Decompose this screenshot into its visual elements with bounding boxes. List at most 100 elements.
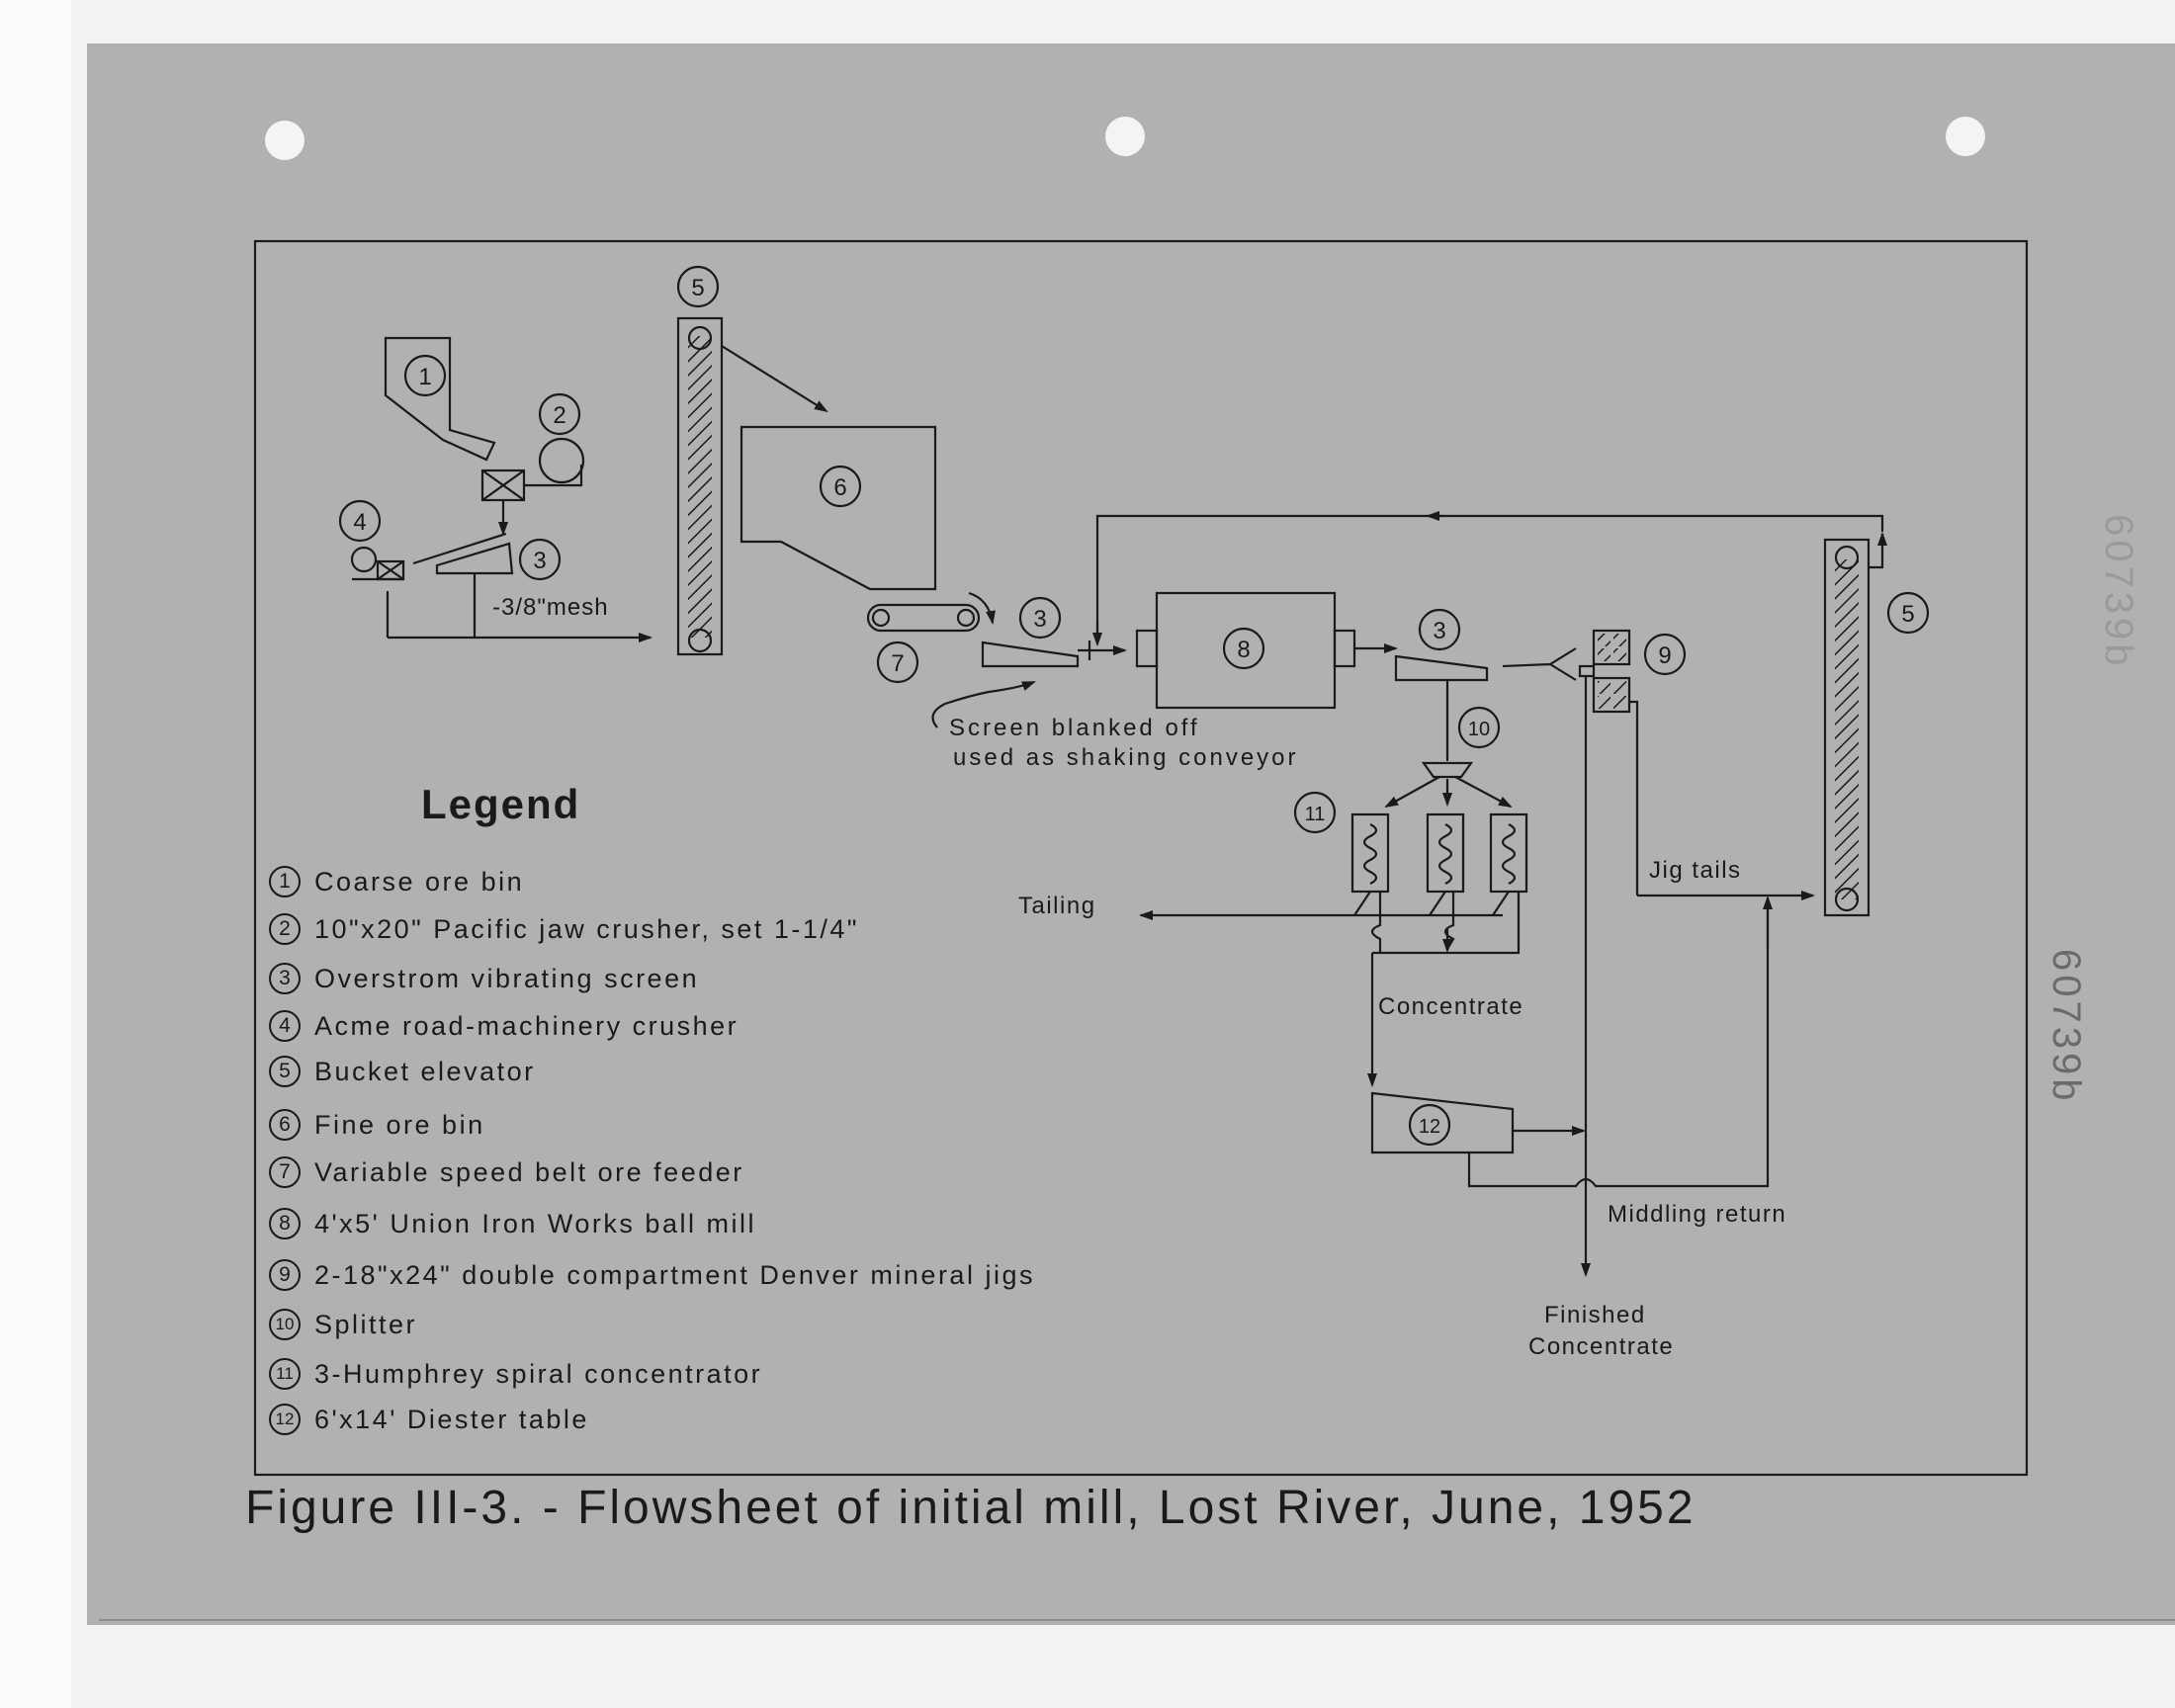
legend-text: 6'x14' Diester table [314,1404,589,1434]
figure-caption: Figure III-3. - Flowsheet of initial mil… [245,1482,1696,1534]
mineral-jig-bottom [1592,676,1631,714]
legend-number: 4 [269,1010,301,1042]
bucket-elevator-2 [1823,538,1870,917]
node-6-circle [819,465,862,508]
node-3a-circle [518,538,562,581]
punch-hole-right [1946,117,1985,156]
bucket-elevator-2-belt [1835,559,1859,899]
paper-sheet [87,43,2175,1625]
jig-top-cell-1 [1598,634,1610,646]
spiral-1-coil [1362,823,1378,885]
bucket-elevator-1-belt [688,336,712,638]
node-6-label: 6 [833,474,846,501]
flow-elevator-to-bin [721,345,828,413]
ball-mill-trunnion-left [1135,629,1159,668]
mineral-jig-top [1592,629,1631,666]
middling-return-label: Middling return [1608,1201,1786,1228]
node-11-circle [1293,791,1337,834]
jig-top-cell-4 [1613,648,1626,661]
node-3c-circle [1418,608,1461,651]
node-9-label: 9 [1658,642,1671,669]
flow-feeder-to-screen [968,591,996,625]
node-3b-circle [1018,596,1062,640]
legend-item: 5 Bucket elevator [269,1056,536,1087]
screen-note-line2: used as shaking conveyor [953,744,1299,771]
elevator-2-top-pulley [1834,545,1860,570]
legend-number: 5 [269,1056,301,1087]
ball-mill-trunnion-right [1333,629,1356,668]
node-2-label: 2 [553,402,566,429]
jig-top-cell-3 [1598,648,1610,661]
node-4-label: 4 [353,509,366,536]
jig-tails-label: Jig tails [1649,857,1742,884]
node-7-label: 7 [891,650,904,677]
node-10-circle [1457,706,1501,749]
diagram-frame [253,239,2029,1477]
acme-crusher-flywheel [350,546,378,573]
return-loop [1095,514,1884,642]
elevator-1-top-pulley [687,325,713,351]
belt-feeder-pulley-left [871,608,891,628]
spiral-2-conc [1443,892,1455,950]
jig-top-cell-2 [1613,634,1626,646]
node-5b-circle [1886,591,1930,635]
jig-tails-drop [1629,700,1639,896]
node-12-label: 12 [1419,1116,1440,1138]
mesh-label: -3/8"mesh [492,594,609,621]
node-12-circle [1408,1103,1451,1147]
bucket-elevator-1 [676,316,724,656]
node-5a-circle [676,265,720,308]
acme-crusher-cross [377,560,404,580]
legend-title: Legend [421,781,581,827]
spiral-concentrator-2 [1426,812,1465,894]
node-5a-label: 5 [691,275,704,301]
node-8-label: 8 [1237,637,1250,663]
elevator-2-bottom-pulley [1834,887,1860,912]
legend-text: 4'x5' Union Iron Works ball mill [314,1208,756,1238]
legend-text: 10"x20" Pacific jaw crusher, set 1-1/4" [314,913,859,944]
scan-margin [0,0,71,1708]
legend-number: 3 [269,963,301,994]
margin-stamp: 60739b [2044,949,2088,1105]
jig-feed-box [1578,664,1596,678]
finished-concentrate-label-2: Concentrate [1528,1333,1674,1360]
flow-split-left [1384,776,1440,808]
node-2-circle [538,392,581,436]
node-5b-label: 5 [1901,601,1914,628]
elevator-2-discharge [1869,532,1887,569]
jig-bottom-cell-2 [1613,681,1626,694]
node-8-circle [1222,627,1265,670]
spiral-concentrator-3 [1489,812,1528,894]
tailing-label: Tailing [1018,893,1096,919]
jig-bottom-cell-4 [1613,696,1626,709]
spiral-2-coil [1437,823,1453,885]
node-1-circle [403,354,447,397]
middling-return-line [1467,899,1770,1188]
margin-stamp-faint: 60739b [2097,514,2140,670]
legend-text: Bucket elevator [314,1056,536,1086]
jig-bottom-cell-1 [1598,681,1610,694]
node-3a-label: 3 [533,548,546,574]
flow-screen-to-jigs [1502,647,1577,681]
legend-text: 3-Humphrey spiral concentrator [314,1358,763,1389]
screen-note-line1: Screen blanked off [949,715,1200,741]
node-11-label: 11 [1305,804,1326,825]
jaw-crusher-cross [481,470,525,501]
spiral-tail-drops [1353,891,1510,916]
vibrating-screen-3 [1394,654,1489,682]
node-1-label: 1 [418,364,431,390]
diester-table [1370,1091,1515,1154]
legend-number: 6 [269,1109,301,1141]
concentrate-label: Concentrate [1378,993,1523,1020]
legend-number: 9 [269,1259,301,1291]
vibrating-screen-1 [435,542,514,575]
